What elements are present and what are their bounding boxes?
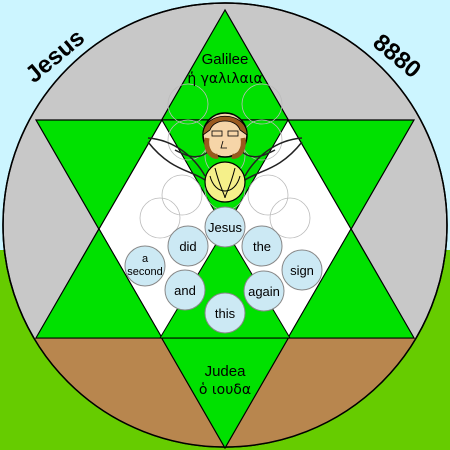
word-a: a	[142, 253, 149, 265]
judea-label: Judea	[205, 363, 247, 380]
word-the: the	[253, 239, 271, 254]
judea-greek-label: ὁ ιουδα	[199, 382, 251, 398]
word-bubbles: Jesus did the a second sign and again	[124, 206, 323, 334]
word-again: again	[248, 284, 280, 299]
word-sign: sign	[290, 263, 314, 278]
word-bubble-and: and	[164, 269, 206, 311]
galilee-label: Galilee	[202, 51, 249, 68]
halo-icon	[204, 161, 246, 203]
word-second: second	[127, 266, 162, 278]
word-did: did	[179, 239, 196, 254]
word-jesus: Jesus	[208, 220, 242, 235]
inner-triangle-right	[287, 228, 415, 339]
word-bubble-again: again	[243, 270, 285, 312]
word-this: this	[215, 306, 236, 321]
word-and: and	[174, 283, 196, 298]
word-bubble-jesus: Jesus	[204, 206, 246, 248]
word-bubble-this: this	[204, 292, 246, 334]
word-bubble-did: did	[167, 225, 209, 267]
word-bubble-the: the	[241, 225, 283, 267]
word-bubble-sign: sign	[281, 249, 323, 291]
inner-triangle-left	[35, 228, 163, 339]
word-bubble-a-second: a second	[124, 245, 166, 287]
guide-circles	[139, 83, 311, 239]
face-icon	[202, 112, 248, 159]
galilee-greek-label: ἡ γαλιλαια	[187, 71, 262, 87]
